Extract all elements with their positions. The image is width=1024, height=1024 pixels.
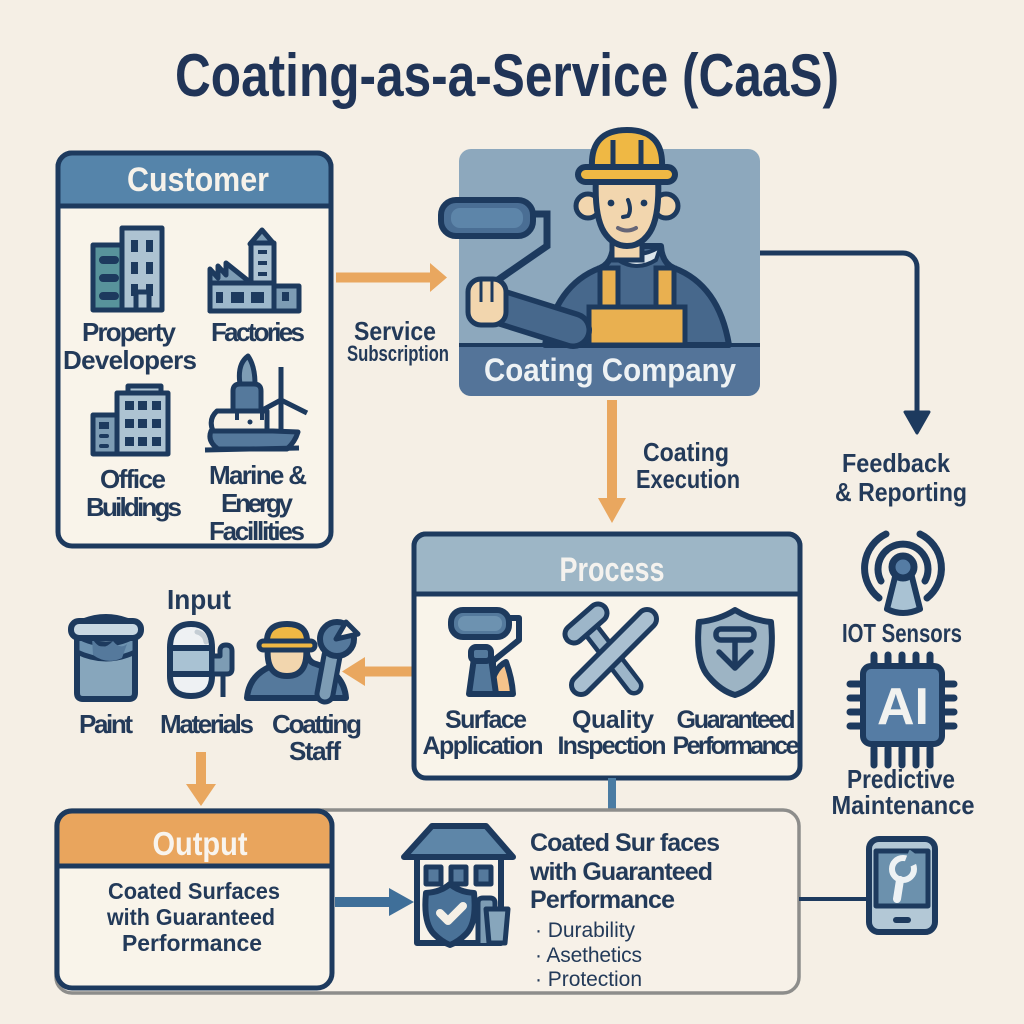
svg-text:Service: Service (354, 316, 436, 346)
svg-text:Staff: Staff (289, 736, 341, 766)
svg-text:Paint: Paint (79, 709, 133, 739)
svg-text:Execution: Execution (636, 464, 740, 494)
svg-text:Coating-as-a-Service (CaaS): Coating-as-a-Service (CaaS) (175, 42, 839, 109)
svg-text:with Guaranteed: with Guaranteed (106, 904, 275, 930)
svg-text:Quality: Quality (572, 706, 654, 734)
svg-text:Application: Application (423, 732, 544, 760)
svg-text:Marine &: Marine & (209, 460, 307, 490)
svg-text:Performance: Performance (122, 930, 262, 956)
svg-text:AI: AI (877, 678, 929, 736)
svg-text:Output: Output (153, 825, 248, 862)
svg-text:Maintenance: Maintenance (832, 790, 975, 820)
svg-text:· Protection: · Protection (535, 968, 642, 991)
svg-text:Facillities: Facillities (209, 516, 305, 546)
svg-text:Coating: Coating (643, 437, 729, 467)
svg-text:& Reporting: & Reporting (835, 477, 967, 507)
svg-text:Inspection: Inspection (558, 732, 667, 760)
svg-text:Performance: Performance (673, 732, 800, 760)
svg-text:Factories: Factories (211, 317, 305, 347)
svg-text:Guaranteed: Guaranteed (677, 706, 796, 734)
svg-text:Coating Company: Coating Company (484, 352, 736, 388)
svg-text:Input: Input (167, 584, 231, 615)
svg-text:Surface: Surface (445, 706, 527, 734)
svg-text:Office: Office (100, 464, 166, 494)
svg-text:Performance: Performance (530, 886, 675, 914)
svg-text:· Durability: · Durability (535, 919, 636, 942)
svg-text:Coatting: Coatting (272, 709, 362, 739)
svg-text:Customer: Customer (127, 161, 269, 199)
svg-text:Feedback: Feedback (842, 448, 950, 478)
svg-text:Materials: Materials (160, 709, 254, 739)
svg-text:Predictive: Predictive (847, 764, 955, 794)
svg-text:IOT Sensors: IOT Sensors (842, 618, 962, 648)
svg-text:with Guaranteed: with Guaranteed (529, 858, 713, 886)
svg-text:· Asethetics: · Asethetics (535, 944, 642, 967)
svg-text:Coated Sur faces: Coated Sur faces (530, 829, 720, 857)
svg-text:Coated Surfaces: Coated Surfaces (108, 878, 280, 904)
svg-text:Subscription: Subscription (347, 341, 449, 366)
svg-text:Process: Process (560, 551, 665, 589)
svg-text:Buildings: Buildings (86, 492, 182, 522)
svg-text:Property: Property (82, 317, 177, 347)
svg-text:Energy: Energy (221, 488, 294, 518)
svg-text:Developers: Developers (63, 345, 197, 375)
